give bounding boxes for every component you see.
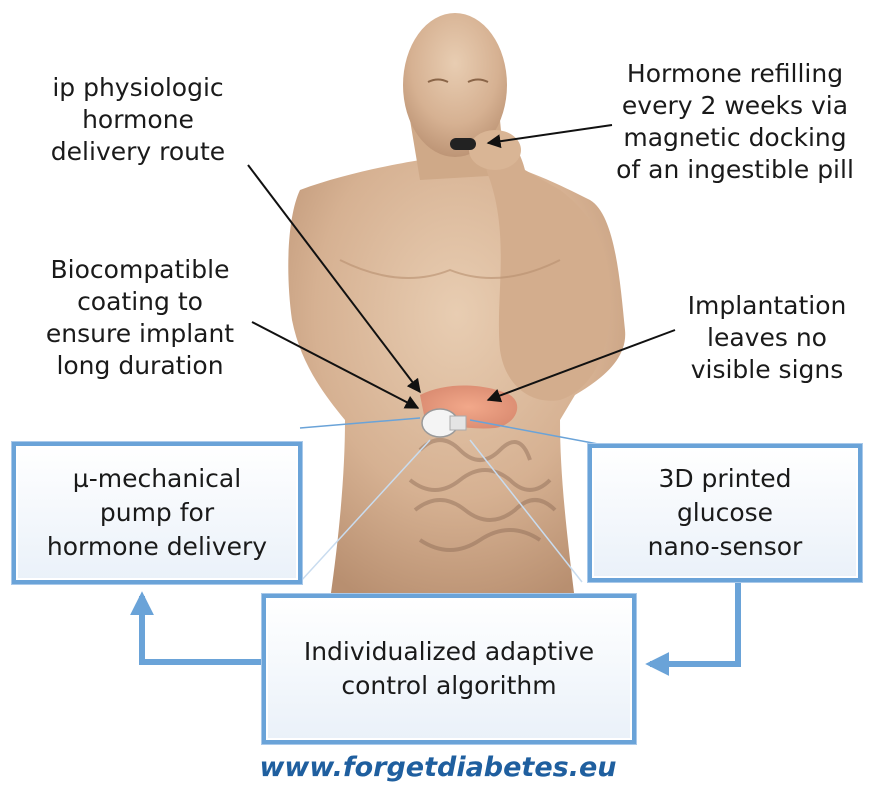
- loop-arrow-from-sensor: [650, 582, 738, 664]
- website-link[interactable]: www.forgetdiabetes.eu: [0, 752, 876, 783]
- loop-arrow-to-pump: [142, 596, 266, 662]
- pill-icon: [450, 138, 476, 150]
- label-refilling: Hormone refilling every 2 weeks via magn…: [600, 58, 870, 186]
- label-coating: Biocompatible coating to ensure implant …: [20, 254, 260, 382]
- label-implantation: Implantation leaves no visible signs: [672, 290, 862, 386]
- algorithm-box: Individualized adaptive control algorith…: [262, 594, 636, 744]
- sensor-box: 3D printed glucose nano-sensor: [588, 444, 862, 582]
- label-ip-route: ip physiologic hormone delivery route: [18, 72, 258, 168]
- pump-box: µ-mechanical pump for hormone delivery: [12, 442, 302, 584]
